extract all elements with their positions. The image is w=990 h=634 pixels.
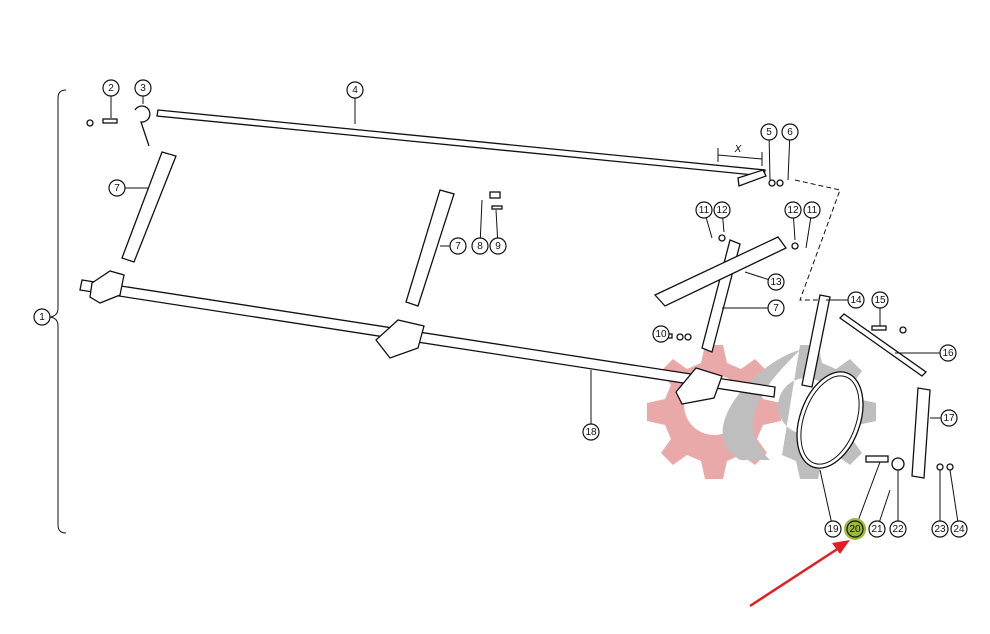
callout-7[interactable]: 7	[449, 237, 467, 255]
callout-label: 15	[874, 295, 886, 306]
leader-line	[949, 469, 960, 530]
callout-17[interactable]: 17	[940, 409, 958, 427]
callout-16[interactable]: 16	[939, 344, 957, 362]
callout-label: 10	[655, 329, 667, 340]
callout-24[interactable]: 24	[950, 520, 968, 538]
callout-label: 14	[850, 295, 862, 306]
callout-label: 19	[827, 524, 839, 535]
callout-4[interactable]: 4	[346, 81, 364, 99]
callout-21[interactable]: 21	[868, 520, 886, 538]
callout-12[interactable]: 12	[784, 201, 802, 219]
callout-2[interactable]: 2	[102, 79, 120, 97]
callout-label: 7	[455, 241, 461, 252]
callout-11[interactable]: 11	[695, 201, 713, 219]
callout-8[interactable]: 8	[471, 237, 489, 255]
part-4-bar	[156, 109, 766, 177]
leader-line	[819, 469, 834, 530]
callout-label: 3	[140, 83, 146, 94]
callout-15[interactable]: 15	[871, 291, 889, 309]
callout-label: 21	[871, 524, 883, 535]
callout-label: 7	[773, 303, 779, 314]
pointer-arrow-icon	[749, 540, 850, 608]
callout-label: 24	[953, 524, 965, 535]
callout-label: 20	[849, 524, 861, 535]
callout-23[interactable]: 23	[931, 520, 949, 538]
callout-label: 12	[787, 205, 799, 216]
callout-18[interactable]: 18	[582, 423, 600, 441]
callout-3[interactable]: 3	[134, 79, 152, 97]
callout-1[interactable]: 1	[33, 308, 51, 326]
callout-19[interactable]: 19	[824, 520, 842, 538]
part-18-shaft	[79, 279, 776, 398]
callout-label: 22	[892, 524, 904, 535]
callout-label: 11	[699, 205, 710, 216]
callout-11[interactable]: 11	[803, 201, 821, 219]
callout-label: 9	[495, 241, 501, 252]
callout-9[interactable]: 9	[489, 237, 507, 255]
callout-13[interactable]: 13	[767, 273, 785, 291]
callout-5[interactable]: 5	[760, 123, 778, 141]
callout-label: 12	[716, 205, 728, 216]
callout-7[interactable]: 7	[108, 179, 126, 197]
callout-label: 7	[114, 183, 120, 194]
callout-label: 11	[807, 205, 818, 216]
callout-label: 17	[943, 413, 955, 424]
callout-12[interactable]: 12	[713, 201, 731, 219]
callout-10[interactable]: 10	[652, 325, 670, 343]
callout-label: 4	[352, 85, 358, 96]
callout-label: 1	[39, 312, 45, 323]
callout-14[interactable]: 14	[847, 291, 865, 309]
callout-label: 23	[934, 524, 946, 535]
callout-label: 5	[766, 127, 772, 138]
callout-label: 16	[942, 348, 954, 359]
callout-22[interactable]: 22	[889, 520, 907, 538]
callout-label: 2	[108, 83, 114, 94]
callout-label: 8	[477, 241, 483, 252]
callout-6[interactable]: 6	[781, 123, 799, 141]
callout-label: 18	[585, 427, 597, 438]
leader-line	[854, 461, 881, 530]
callout-7[interactable]: 7	[767, 299, 785, 317]
callout-label: 6	[787, 127, 793, 138]
callout-label: 13	[770, 277, 782, 288]
callout-20[interactable]: 20	[844, 518, 866, 540]
dimension-label: X	[734, 144, 742, 155]
group-bracket	[49, 89, 67, 534]
